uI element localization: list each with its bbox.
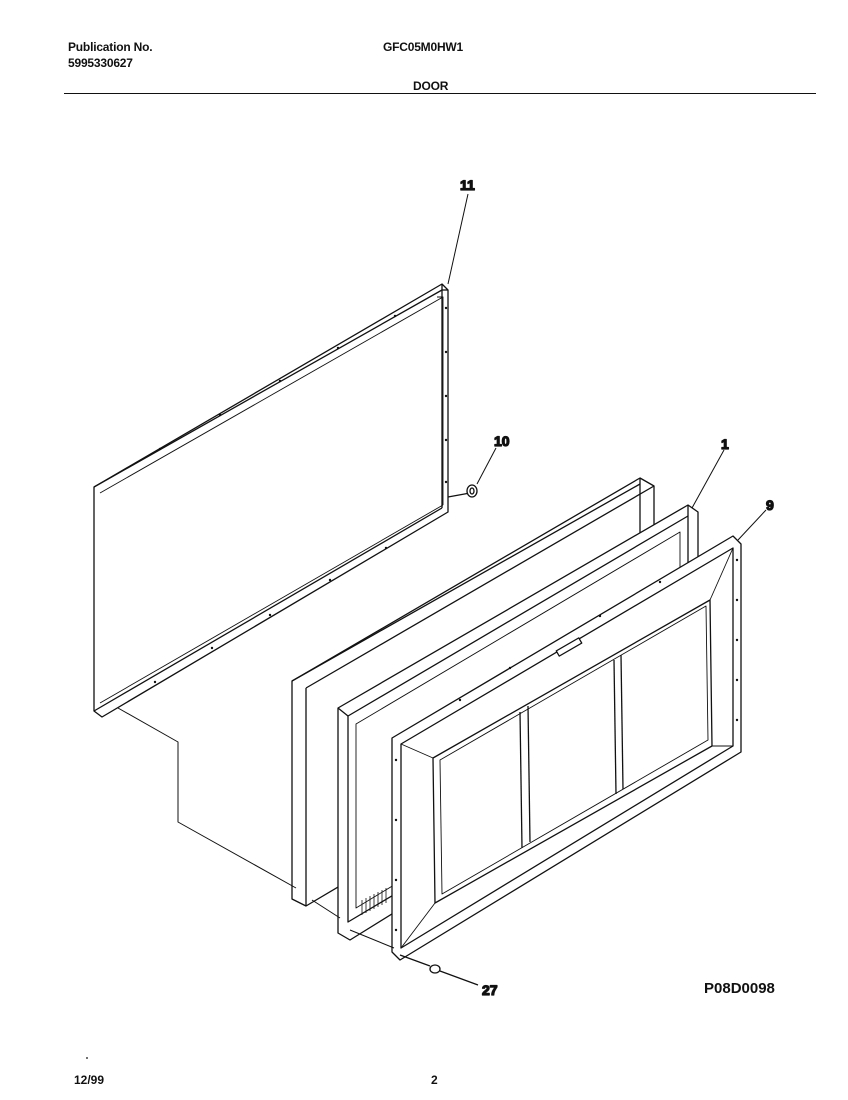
screw-part <box>447 484 478 498</box>
publication-label: Publication No. <box>68 40 153 54</box>
callout-10: 10 <box>494 433 510 449</box>
scan-speck <box>86 1057 88 1059</box>
inner-door-liner <box>391 535 742 961</box>
outer-door-panel <box>93 283 449 718</box>
callout-1: 1 <box>721 436 729 452</box>
leader-lines <box>117 193 767 949</box>
publication-number: 5995330627 <box>68 56 133 70</box>
drawing-code: P08D0098 <box>704 980 775 997</box>
header-rule <box>64 93 816 94</box>
footer-date: 12/99 <box>74 1073 105 1087</box>
callout-9: 9 <box>766 497 774 513</box>
footer-page-number: 2 <box>431 1073 438 1087</box>
model-number: GFC05M0HW1 <box>383 40 464 54</box>
section-title: DOOR <box>413 79 449 93</box>
callout-27: 27 <box>482 982 498 998</box>
plug-part <box>399 954 479 986</box>
callout-11: 11 <box>460 177 475 193</box>
